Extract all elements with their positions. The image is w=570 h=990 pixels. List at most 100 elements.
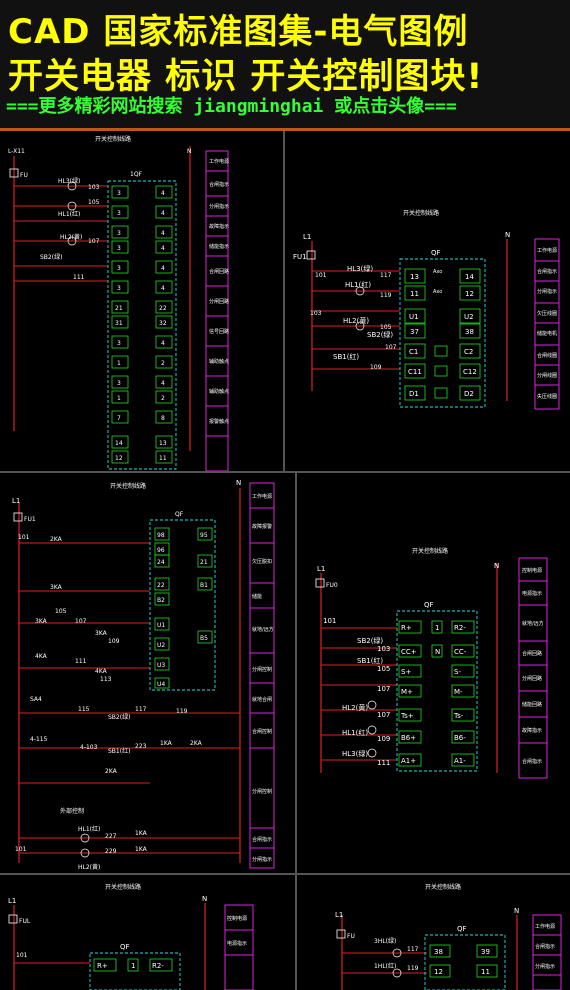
svg-text:B6-: B6- (454, 734, 466, 742)
svg-text:Axo: Axo (433, 269, 442, 275)
svg-text:14: 14 (115, 440, 123, 447)
svg-text:B2: B2 (157, 597, 165, 604)
svg-text:FUL: FUL (19, 918, 31, 925)
banner-title-line1: CAD 国家标准图集-电气图例 (8, 12, 469, 52)
schematic-drawing-5: 开关控制线路 L1 N FUL 101 QF R+ 1 R2- 控制电源 电源指… (8, 883, 254, 990)
svg-text:FU1: FU1 (24, 516, 36, 523)
svg-text:119: 119 (407, 965, 419, 972)
svg-text:3KA: 3KA (35, 618, 48, 625)
svg-text:分闸回路: 分闸回路 (209, 298, 229, 305)
svg-text:FU: FU (20, 172, 28, 179)
svg-text:4: 4 (161, 245, 165, 252)
svg-text:辅助触点: 辅助触点 (209, 358, 229, 365)
schematic-panel-4: 开关控制线路 L1 N FU0 101 SB2(绿)103 SB1(红)105 … (297, 473, 570, 873)
svg-text:B1: B1 (200, 582, 208, 589)
svg-text:119: 119 (176, 708, 188, 715)
svg-text:U2: U2 (157, 642, 165, 649)
svg-text:外部控制: 外部控制 (60, 807, 84, 815)
schematic-panel-1: 开关控制线路 L-X11 FU N HL3(绿) HL1(红) HL2(黄) S… (0, 131, 283, 471)
banner-title-line2: 开关电器 标识 开关控制图块! (8, 57, 484, 97)
svg-text:111: 111 (73, 274, 85, 281)
svg-text:D1: D1 (409, 390, 419, 398)
schematic-drawing-6: 开关控制线路 L1 N FU 3HL(绿) 1HL(红) 117 119 QF … (335, 883, 562, 990)
svg-text:37: 37 (410, 328, 419, 336)
svg-text:4: 4 (161, 190, 165, 197)
svg-text:失压线圈: 失压线圈 (537, 393, 557, 400)
svg-text:B5: B5 (200, 635, 208, 642)
svg-text:3: 3 (117, 340, 121, 347)
svg-text:8: 8 (161, 415, 165, 422)
svg-text:95: 95 (200, 532, 208, 539)
svg-text:1QF: 1QF (130, 171, 143, 178)
svg-text:工作电源: 工作电源 (209, 158, 229, 165)
svg-text:合闸指示: 合闸指示 (522, 758, 542, 765)
svg-text:109: 109 (108, 638, 120, 645)
svg-text:107: 107 (75, 618, 87, 625)
svg-text:N: N (514, 907, 519, 915)
svg-text:4-115: 4-115 (30, 736, 48, 743)
svg-text:11: 11 (410, 290, 419, 298)
svg-text:HL2(黄): HL2(黄) (342, 703, 368, 712)
svg-text:SB2(绿): SB2(绿) (40, 253, 62, 261)
svg-text:11: 11 (159, 455, 167, 462)
svg-text:2KA: 2KA (105, 768, 118, 775)
svg-text:QF: QF (457, 925, 467, 933)
svg-text:105: 105 (377, 665, 390, 673)
svg-text:2: 2 (161, 395, 165, 402)
svg-text:分闸指示: 分闸指示 (209, 203, 229, 210)
svg-text:105: 105 (380, 324, 392, 331)
svg-text:合闸指示: 合闸指示 (252, 836, 272, 843)
svg-text:103: 103 (377, 645, 390, 653)
svg-text:CC+: CC+ (401, 648, 417, 656)
svg-text:QF: QF (424, 601, 434, 609)
svg-text:L1: L1 (12, 497, 20, 505)
svg-text:103: 103 (310, 310, 322, 317)
svg-text:L1: L1 (8, 897, 16, 905)
svg-text:分闸指示: 分闸指示 (537, 288, 557, 295)
panel-divider-v2 (295, 473, 297, 873)
svg-text:Ts+: Ts+ (400, 712, 414, 720)
svg-text:分闸控制: 分闸控制 (252, 788, 272, 795)
svg-text:合闸回路: 合闸回路 (522, 650, 542, 657)
title-banner: CAD 国家标准图集-电气图例 开关电器 标识 开关控制图块! ===更多精彩网… (0, 0, 570, 131)
svg-text:SB2(绿): SB2(绿) (108, 713, 130, 721)
svg-text:FU: FU (347, 933, 355, 940)
svg-text:储能指示: 储能指示 (209, 243, 229, 250)
svg-text:N: N (505, 231, 510, 239)
svg-text:39: 39 (481, 948, 490, 956)
svg-text:1KA: 1KA (160, 740, 173, 747)
svg-text:FU0: FU0 (326, 582, 338, 589)
svg-text:105: 105 (55, 608, 67, 615)
svg-text:101: 101 (16, 952, 28, 959)
svg-text:S-: S- (454, 668, 461, 676)
svg-text:CC-: CC- (454, 648, 467, 656)
svg-text:3: 3 (117, 190, 121, 197)
svg-text:R+: R+ (401, 624, 412, 632)
svg-text:SB2(绿): SB2(绿) (367, 330, 393, 339)
svg-text:21: 21 (115, 305, 123, 312)
svg-text:Axo: Axo (433, 289, 442, 295)
svg-text:R2-: R2- (454, 624, 466, 632)
svg-text:工作电源: 工作电源 (252, 493, 272, 500)
svg-text:101: 101 (18, 534, 30, 541)
svg-text:3: 3 (117, 380, 121, 387)
svg-text:4: 4 (161, 340, 165, 347)
svg-text:109: 109 (377, 735, 390, 743)
schematic-drawing-4: 开关控制线路 L1 N FU0 101 SB2(绿)103 SB1(红)105 … (315, 547, 548, 779)
svg-text:111: 111 (75, 658, 87, 665)
svg-text:L1: L1 (335, 911, 343, 919)
svg-text:报警触点: 报警触点 (209, 418, 229, 425)
svg-text:14: 14 (465, 273, 474, 281)
svg-text:S+: S+ (401, 668, 411, 676)
svg-text:M-: M- (454, 688, 463, 696)
svg-text:工作电源: 工作电源 (537, 247, 557, 254)
svg-text:信号回路: 信号回路 (209, 328, 229, 335)
svg-text:C2: C2 (464, 348, 473, 356)
svg-text:3: 3 (117, 210, 121, 217)
svg-text:11: 11 (481, 968, 490, 976)
svg-text:开关控制线路: 开关控制线路 (412, 547, 448, 555)
svg-text:QF: QF (175, 511, 184, 518)
svg-text:4: 4 (161, 210, 165, 217)
